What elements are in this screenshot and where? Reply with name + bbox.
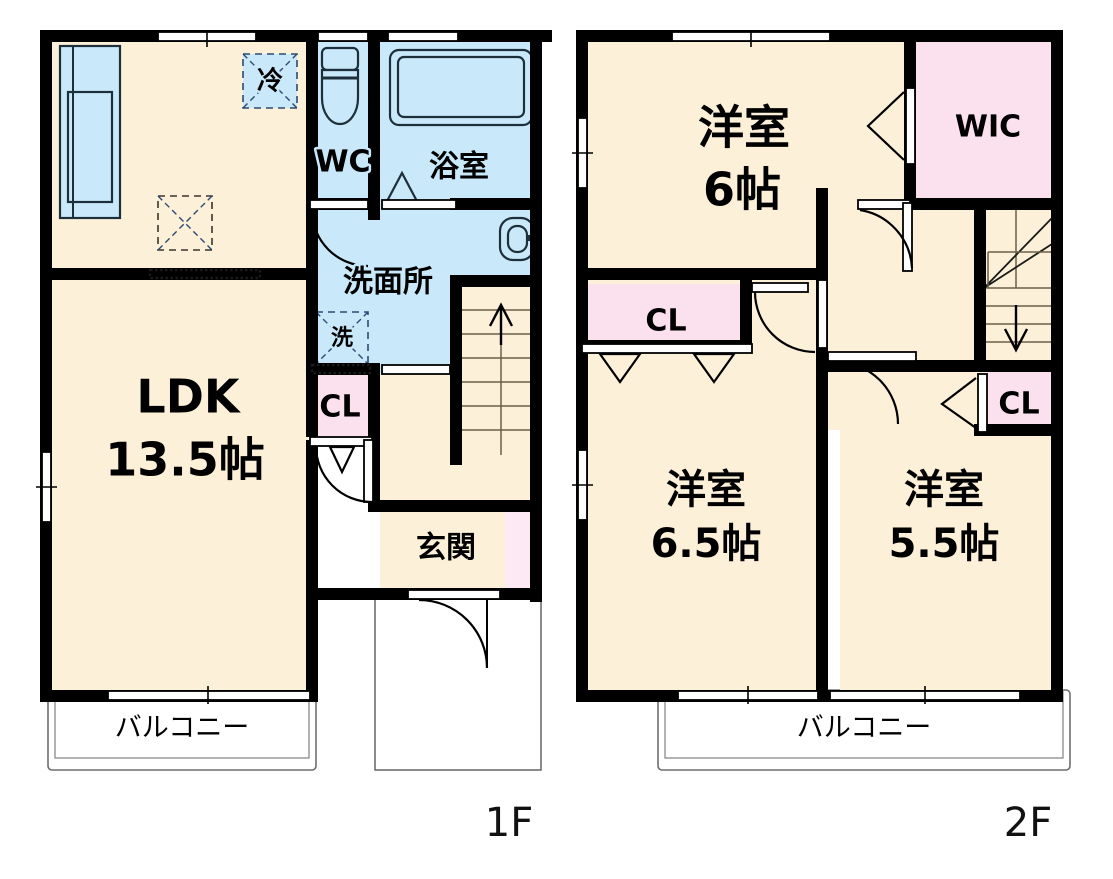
room-65-size-label: 6.5帖: [651, 521, 762, 567]
window-wc-north: [317, 31, 369, 42]
cl-2f-a: [586, 284, 752, 346]
door-cl-2f-a: [581, 343, 753, 384]
room-55-size-label: 5.5帖: [889, 521, 1000, 567]
wc-label: WC: [315, 145, 370, 180]
washer-label: 洗: [331, 326, 353, 351]
toilet-fixture: [320, 46, 360, 126]
cl-1f: [308, 375, 374, 437]
door-cl-1f: [309, 436, 374, 504]
door-room65-hall: [751, 279, 828, 354]
door-room6-hall: [857, 199, 914, 272]
window-ldk-west: [36, 451, 57, 523]
cl-1f-label: CL: [319, 390, 360, 425]
window-room55-south: [829, 686, 1021, 704]
balcony-1f: バルコニー: [47, 689, 317, 771]
window-room6-west: [572, 117, 593, 189]
wic-floor: [916, 40, 1052, 208]
cl-2f-a-label: CL: [645, 304, 686, 339]
windows-2f: [572, 31, 1021, 704]
washroom-label: 洗面所: [343, 265, 433, 300]
entrance-label: 玄関: [416, 531, 476, 566]
balcony-2f-label: バルコニー: [797, 713, 931, 744]
table-marker: [157, 195, 213, 251]
cl-2f-b-label: CL: [998, 387, 1039, 422]
floor-plan-1f: バルコニー 冷: [36, 30, 552, 846]
opening-ldk-kitchen: [148, 268, 262, 280]
bath-door-marker: [384, 170, 420, 206]
window-room65-south: [677, 686, 819, 704]
floor-1f-label: 1F: [485, 800, 533, 846]
wic-label: WIC: [955, 110, 1021, 145]
stairs-up-arrow-1f: [488, 302, 514, 345]
window-ldk-south: [107, 686, 311, 704]
cl-2f-b: [986, 372, 1052, 434]
stairs-down-arrow-2f: [1003, 305, 1029, 353]
room-6-size-label: 6帖: [703, 163, 781, 217]
stairs-2f: [982, 208, 1053, 360]
floor-2f-label: 2F: [1004, 800, 1052, 846]
window-ldk-north: [157, 31, 257, 47]
kitchen-counter: [58, 44, 122, 220]
door-wc: [309, 199, 369, 268]
door-room6-slide: [866, 87, 916, 165]
door-cl-2f-b: [940, 373, 988, 433]
door-entrance: [407, 589, 501, 600]
door-room55-hall: [827, 351, 917, 425]
opening-washroom-hall: [310, 363, 372, 375]
room-55-label: 洋室: [904, 467, 984, 513]
balcony-2f: バルコニー: [657, 689, 1071, 771]
entry-porch-1f: [374, 591, 542, 771]
bath-label: 浴室: [429, 150, 489, 185]
door-washroom: [381, 364, 451, 375]
balcony-1f-label: バルコニー: [115, 713, 249, 744]
fridge-label: 冷: [257, 66, 283, 97]
window-bath-north: [387, 31, 459, 42]
windows-1f: [36, 31, 501, 704]
room-65-label: 洋室: [666, 467, 746, 513]
floor-plan-2f: バルコニー: [572, 30, 1071, 846]
bathtub-fixture: [388, 48, 534, 127]
room-6-label: 洋室: [698, 101, 790, 155]
washer-space: 洗: [315, 311, 369, 365]
window-room65-west: [572, 449, 593, 521]
ldk-label: LDK: [136, 370, 241, 424]
stairs-1f: [462, 285, 540, 455]
door-bath: [381, 199, 457, 210]
ldk-size-label: 13.5帖: [105, 433, 265, 487]
fridge-space: 冷: [242, 53, 298, 109]
window-room6-north: [671, 31, 831, 47]
walls-2f: [576, 30, 1063, 702]
